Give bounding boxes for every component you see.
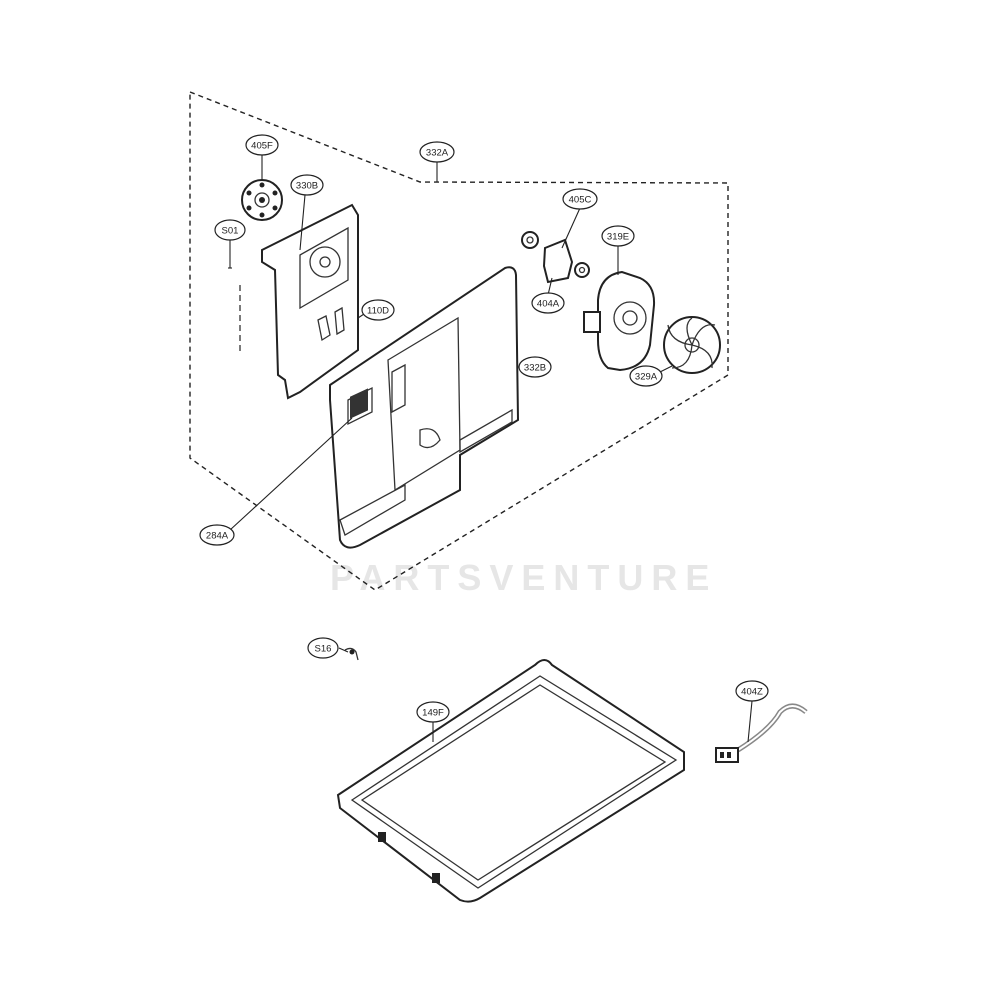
- callout-332a: 332A: [419, 141, 455, 163]
- callout-405c-label: 405C: [569, 195, 592, 206]
- part-404z-wire-harness: [715, 703, 808, 763]
- callout-s16: S16: [307, 637, 339, 659]
- callout-329a-label: 329A: [635, 372, 658, 383]
- part-404a-fan-motor: [521, 231, 590, 284]
- callout-404a: 404A: [531, 292, 565, 314]
- watermark-text: PARTSVENTURE: [330, 557, 717, 598]
- callout-110d: 110D: [361, 299, 395, 321]
- callout-404z-label: 404Z: [741, 687, 763, 698]
- callout-404z: 404Z: [735, 680, 769, 702]
- leader-lines: [229, 155, 753, 743]
- callout-319e: 319E: [601, 225, 635, 247]
- callout-332b: 332B: [518, 356, 552, 378]
- callout-404a-label: 404A: [537, 299, 560, 310]
- callout-284a-label: 284A: [206, 531, 229, 542]
- part-s01-screw: [228, 267, 241, 355]
- callout-149f-label: 149F: [422, 708, 444, 719]
- callout-284a: 284A: [199, 524, 235, 546]
- callout-405c: 405C: [562, 188, 598, 210]
- callout-s01: S01: [214, 219, 246, 241]
- callout-s16-label: S16: [315, 644, 332, 655]
- callout-330b: 330B: [290, 174, 324, 196]
- assembly-boundary: [189, 90, 729, 591]
- callout-405f: 405F: [245, 134, 279, 156]
- callout-319e-label: 319E: [607, 232, 629, 243]
- part-330b-back-plate: [261, 203, 359, 400]
- callout-405f-label: 405F: [251, 141, 273, 152]
- part-332b-duct-cover: [329, 266, 520, 549]
- callout-329a: 329A: [629, 365, 663, 387]
- callout-149f: 149F: [416, 701, 450, 723]
- part-s16-screw: [344, 647, 359, 661]
- callout-330b-label: 330B: [296, 181, 318, 192]
- callout-110d-label: 110D: [367, 306, 389, 317]
- callout-332a-label: 332A: [426, 148, 449, 159]
- callout-332b-label: 332B: [524, 363, 546, 374]
- part-149f-glass-shelf: [336, 659, 685, 903]
- part-329a-fan-blade: [663, 316, 721, 374]
- callout-s01-label: S01: [222, 226, 239, 237]
- part-319e-fan-shroud: [583, 270, 656, 372]
- part-405f-disc: [241, 179, 283, 221]
